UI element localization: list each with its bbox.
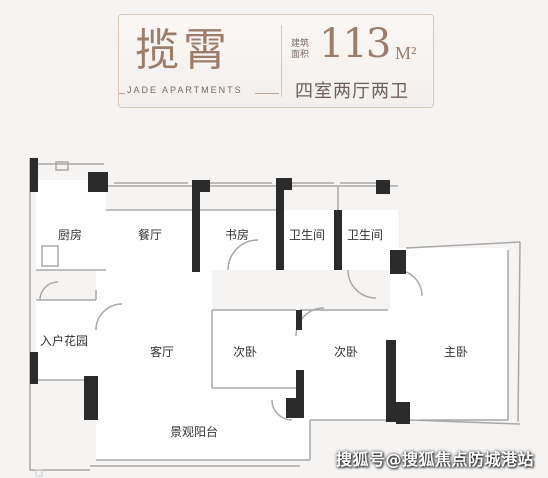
room-bedroom-b: 次卧 <box>334 345 359 359</box>
wall-bath-left <box>276 178 284 270</box>
wall-study-left <box>192 180 200 272</box>
living-floor <box>96 270 212 390</box>
project-subtitle: JADE APARTMENTS <box>127 85 243 95</box>
layout-description: 四室两厅两卫 <box>295 81 409 102</box>
garden-floor <box>36 300 96 380</box>
bedroom-b-floor <box>298 310 390 420</box>
header-card: 揽霄 JADE APARTMENTS 建筑 面积 113 M² 四室两厅两卫 <box>118 14 434 108</box>
room-master: 主卧 <box>444 345 469 359</box>
outer-frame <box>35 469 43 477</box>
subtitle-line-left <box>119 93 125 94</box>
subtitle-line-right <box>255 93 279 94</box>
wall-kitchen-corner <box>88 172 108 192</box>
wall-nw <box>30 158 38 192</box>
area-label: 建筑 面积 <box>291 39 317 61</box>
bathroom2-floor <box>338 210 398 270</box>
room-study: 书房 <box>225 228 250 242</box>
room-bathroom-1: 卫生间 <box>289 228 326 242</box>
dining-floor <box>106 210 194 270</box>
header-divider <box>281 25 282 97</box>
room-garden: 入户花园 <box>40 334 89 348</box>
room-bathroom-2: 卫生间 <box>347 228 384 242</box>
study-floor <box>196 210 278 270</box>
watermark-text: 搜狐号@搜狐焦点防城港站 <box>335 450 534 469</box>
walls <box>30 158 410 424</box>
balcony-floor <box>96 390 310 460</box>
floor-fills <box>36 180 508 460</box>
wall-bedroom-a-right <box>296 370 304 418</box>
area-label-line1: 建筑 <box>291 39 310 49</box>
bathroom1-floor <box>278 210 338 270</box>
room-kitchen: 厨房 <box>58 228 83 242</box>
room-living: 客厅 <box>150 345 175 359</box>
wall-bath-middle <box>334 210 342 270</box>
room-bedroom-a: 次卧 <box>233 345 258 359</box>
wall-bedroom-b-right <box>386 340 396 422</box>
wall-partition <box>296 310 302 330</box>
master-floor <box>390 248 508 420</box>
area-unit: M² <box>395 43 417 63</box>
wall-master-corner <box>396 402 410 424</box>
kitchen-floor <box>36 180 106 270</box>
bedroom-a-floor <box>212 310 298 390</box>
wall-bath-right-top <box>376 180 390 194</box>
room-balcony: 景观阳台 <box>170 425 219 439</box>
wall-garden <box>30 352 38 384</box>
area-label-line2: 面积 <box>291 50 310 60</box>
wall-living-west <box>84 376 98 420</box>
project-title: 揽霄 <box>135 25 231 76</box>
room-dining: 餐厅 <box>138 228 163 242</box>
wall-east <box>390 250 406 274</box>
area-value: 113 <box>319 21 391 67</box>
thin-outlines <box>29 158 521 471</box>
